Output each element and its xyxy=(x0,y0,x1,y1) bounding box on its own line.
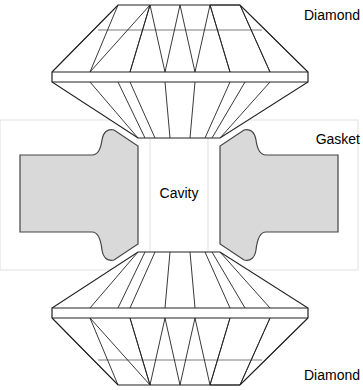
region-label: Cavity xyxy=(158,186,201,201)
bottom-diamond xyxy=(52,252,308,385)
left-gasket xyxy=(20,130,138,261)
part-label: Diamond xyxy=(304,8,360,23)
right-gasket xyxy=(220,130,338,261)
top-diamond xyxy=(52,5,308,138)
part-label: Diamond xyxy=(304,368,360,383)
part-label: Gasket xyxy=(316,132,360,147)
